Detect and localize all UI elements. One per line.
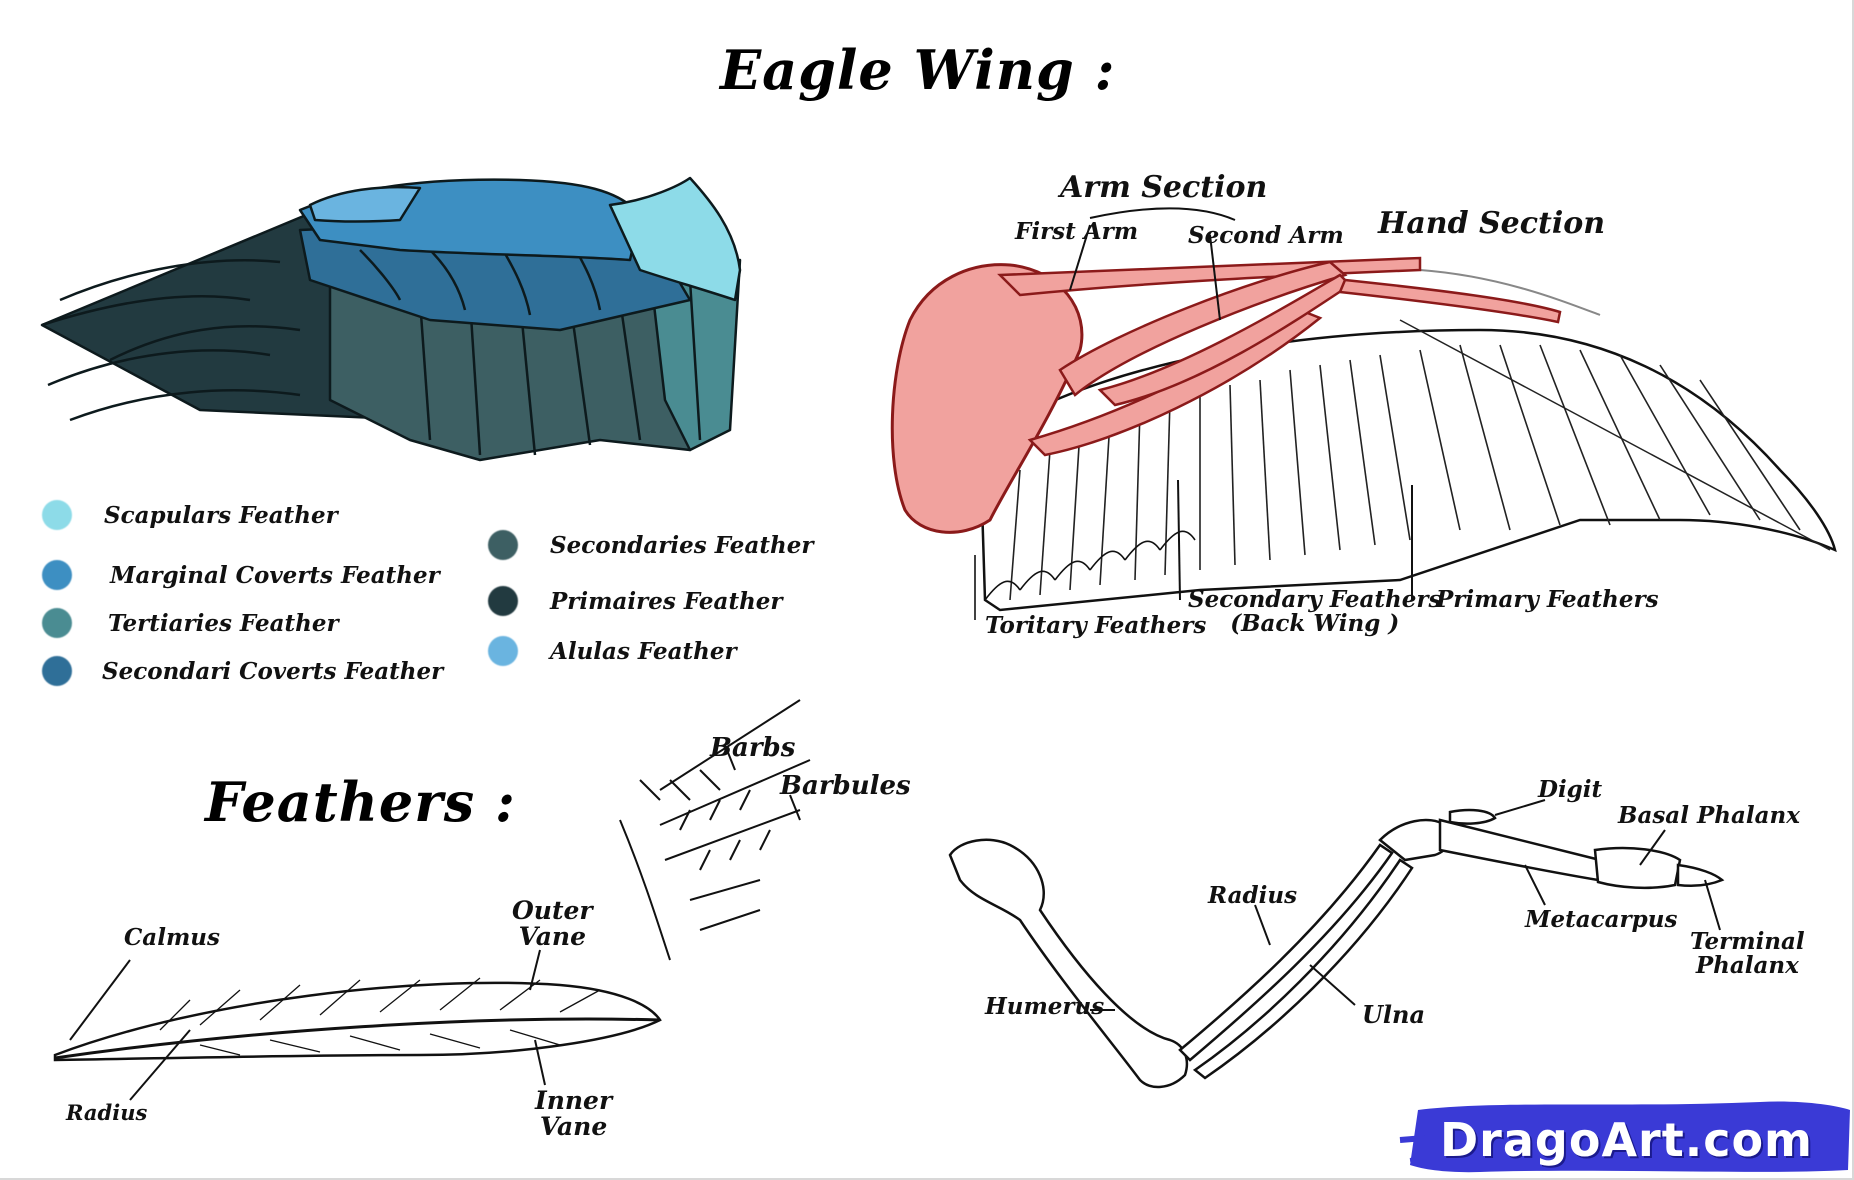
shoulder-muscle <box>890 263 1084 534</box>
label-hand-section: Hand Section <box>1378 206 1606 241</box>
legend-label-marginal-coverts: Marginal Coverts Feather <box>110 562 440 589</box>
legend-label-scapulars: Scapulars Feather <box>104 502 338 529</box>
hand-muscle-band <box>1338 278 1562 324</box>
radius-bone <box>1178 843 1394 1062</box>
alula-feathers <box>308 185 422 223</box>
feathers-title: Feathers : <box>205 770 516 834</box>
muscle-wing <box>890 207 1837 620</box>
label-humerus: Humerus <box>985 993 1105 1020</box>
label-barbules: Barbules <box>780 771 911 801</box>
metacarpus-bone <box>1438 818 1602 882</box>
legend-label-primaires: Primaires Feather <box>550 588 783 615</box>
dragoart-logo-text: DragoArt.com <box>1440 1113 1813 1167</box>
legend-label-tertiaries: Tertiaries Feather <box>108 610 339 637</box>
label-ulna: Ulna <box>1362 1000 1426 1029</box>
label-secondary-line2: (Back Wing ) <box>1230 610 1400 638</box>
label-barbs: Barbs <box>710 733 796 763</box>
legend-label-secondari-coverts: Secondari Coverts Feather <box>102 658 444 685</box>
tertiaries-swatch <box>42 608 72 638</box>
label-outer-vane: Outer Vane <box>512 896 593 952</box>
label-terminal-line2: Phalanx <box>1695 952 1799 980</box>
primaires-swatch <box>488 586 518 616</box>
label-calmus: Calmus <box>124 924 220 951</box>
marginal-coverts-swatch <box>42 560 72 590</box>
label-first-arm: First Arm <box>1015 218 1139 245</box>
label-primary-feathers: Primary Feathers <box>1436 586 1659 613</box>
label-second-arm: Second Arm <box>1188 222 1344 249</box>
alulas-swatch <box>488 636 518 666</box>
secondaries-swatch <box>488 530 518 560</box>
dragoart-logo: DragoArt.com <box>1410 1105 1850 1175</box>
label-terminal-phalanx: Terminal Phalanx <box>1690 928 1805 980</box>
scapulars-swatch <box>42 500 72 530</box>
legend-label-alulas: Alulas Feather <box>550 638 737 665</box>
label-digit: Digit <box>1538 776 1603 803</box>
brand-splash <box>1399 1101 1850 1173</box>
label-inner-vane-line2: Vane <box>539 1112 608 1142</box>
ulna-bone <box>1192 858 1414 1080</box>
label-outer-vane-line1: Outer <box>512 896 593 925</box>
label-toritary-feathers: Toritary Feathers <box>985 612 1207 639</box>
label-feather-radius: Radius <box>66 1100 148 1125</box>
legend-label-secondaries: Secondaries Feather <box>550 532 814 559</box>
label-bone-radius: Radius <box>1208 882 1298 909</box>
label-secondary-feathers: Secondary Feathers (Back Wing ) <box>1188 586 1442 638</box>
label-terminal-line1: Terminal <box>1690 928 1805 955</box>
eagle-wing-title: Eagle Wing : <box>720 38 1116 102</box>
humerus-bone <box>948 838 1189 1089</box>
secondari-coverts-swatch <box>42 656 72 686</box>
colored-wing <box>40 176 742 462</box>
label-inner-vane-line1: Inner <box>535 1086 613 1115</box>
label-arm-section: Arm Section <box>1060 170 1268 205</box>
label-basal-phalanx: Basal Phalanx <box>1618 802 1800 829</box>
arm-muscle-band-2 <box>1058 260 1348 397</box>
label-secondary-line1: Secondary Feathers <box>1188 586 1442 613</box>
label-outer-vane-line2: Vane <box>518 922 586 952</box>
scapulars-feathers <box>608 176 742 302</box>
label-metacarpus: Metacarpus <box>1525 906 1678 933</box>
feather-diagram <box>53 699 811 1101</box>
label-inner-vane: Inner Vane <box>535 1086 613 1142</box>
bone-diagram <box>948 799 1725 1089</box>
